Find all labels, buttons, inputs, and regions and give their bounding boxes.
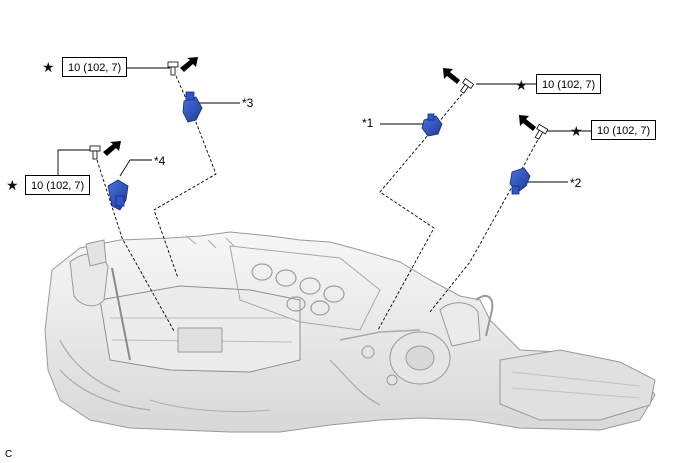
callout-part-2: *2	[570, 176, 582, 190]
callout-part-4: *4	[154, 154, 166, 168]
figure-code: C	[5, 449, 13, 460]
arrow-icon	[180, 57, 198, 72]
torque-spec-box: 10 (102, 7)	[62, 57, 128, 77]
star-icon: ★	[515, 77, 528, 93]
bolt-icon	[89, 145, 101, 160]
star-icon: ★	[42, 59, 55, 75]
star-icon: ★	[6, 177, 19, 193]
callout-part-1: *1	[362, 116, 374, 130]
torque-spec-box: 10 (102, 7)	[591, 120, 657, 140]
torque-spec-box: 10 (102, 7)	[536, 74, 602, 94]
guide-line-4	[96, 159, 175, 332]
bolt-icon	[167, 61, 179, 76]
sensor-icon	[182, 91, 203, 123]
engine-illustration	[44, 231, 656, 433]
arrow-icon	[103, 57, 536, 156]
torque-spec-box: 10 (102, 7)	[25, 175, 91, 195]
bolt-icon	[534, 123, 549, 140]
leader-part4	[119, 159, 152, 177]
bolt-icon	[459, 78, 475, 94]
leader-torque-left	[57, 149, 90, 176]
arrow-icon	[103, 141, 121, 156]
callout-part-3: *3	[242, 96, 254, 110]
sensor-icon	[421, 113, 443, 137]
guide-line-1	[377, 93, 463, 331]
sensor-icon	[107, 179, 129, 211]
arrow-icon	[443, 68, 460, 84]
star-icon: ★	[570, 123, 583, 139]
sensor-icon	[509, 167, 531, 195]
arrow-icon	[519, 115, 536, 131]
guide-line-2	[429, 135, 541, 313]
leader-lines	[57, 67, 592, 183]
